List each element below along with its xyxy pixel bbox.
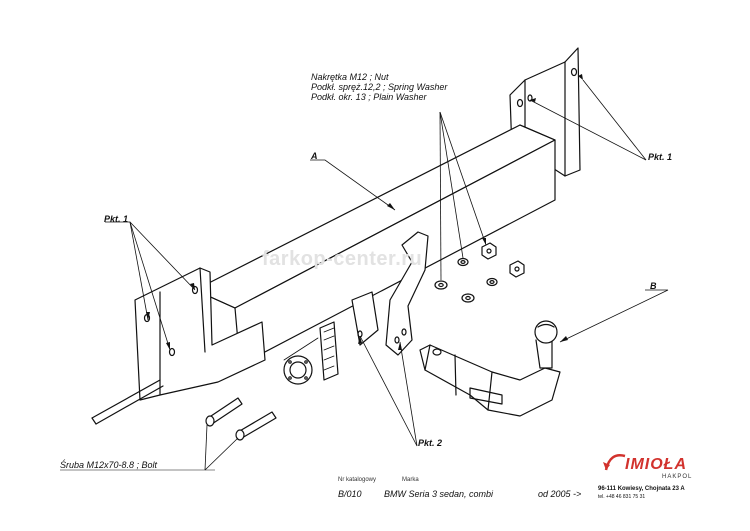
brand-logo: IMIOŁA: [625, 456, 687, 473]
company-address: 96-111 Kowiesy, Chojnata 23 A: [598, 486, 685, 492]
brand-caption: Marka: [402, 477, 419, 483]
inner-plate: [351, 291, 379, 346]
label-nut: Nakrętka M12 ; Nut: [311, 72, 389, 82]
catalog-number: B/010: [338, 489, 362, 499]
label-pkt1-right: Pkt. 1: [648, 152, 673, 162]
ball-mount-arm: [419, 320, 561, 417]
logo-mark: [603, 454, 626, 471]
model-year: od 2005 ->: [538, 489, 582, 499]
catalog-caption: Nr katalogowy: [338, 477, 377, 483]
left-mounting-bracket: [134, 267, 266, 401]
label-pkt1-left: Pkt. 1: [104, 214, 129, 224]
plain-washer-lower: [461, 293, 475, 303]
brand-logo-sub: HAKPOL: [662, 474, 693, 480]
company-phone: tel. +48 46 831 75 31: [598, 494, 646, 500]
label-part-b: B: [650, 281, 657, 291]
leader-lines: [105, 79, 669, 471]
leader-arrows: [146, 74, 583, 350]
electrical-socket: [283, 321, 339, 385]
watermark: farkop-center.ru: [262, 248, 423, 270]
spring-washer-upper: [457, 257, 469, 267]
label-plain-washer: Podkł. okr. 13 ; Plain Washer: [311, 92, 427, 102]
nut-upper: [481, 242, 497, 260]
bolt-upper: [205, 397, 243, 427]
spring-washer-lower: [486, 277, 498, 287]
vehicle-model: BMW Seria 3 sedan, combi: [384, 489, 494, 499]
plain-washer-upper: [434, 280, 448, 290]
nut-lower: [509, 260, 525, 278]
hanger-plate: [385, 231, 429, 356]
label-spring-washer: Podkł. spręż.12,2 ; Spring Washer: [311, 82, 448, 92]
label-pkt2: Pkt. 2: [418, 438, 443, 448]
mounting-rod: [91, 379, 164, 425]
label-bolt: Śruba M12x70-8.8 ; Bolt: [60, 460, 158, 470]
label-part-a: A: [311, 151, 318, 161]
bolt-lower: [235, 411, 277, 441]
